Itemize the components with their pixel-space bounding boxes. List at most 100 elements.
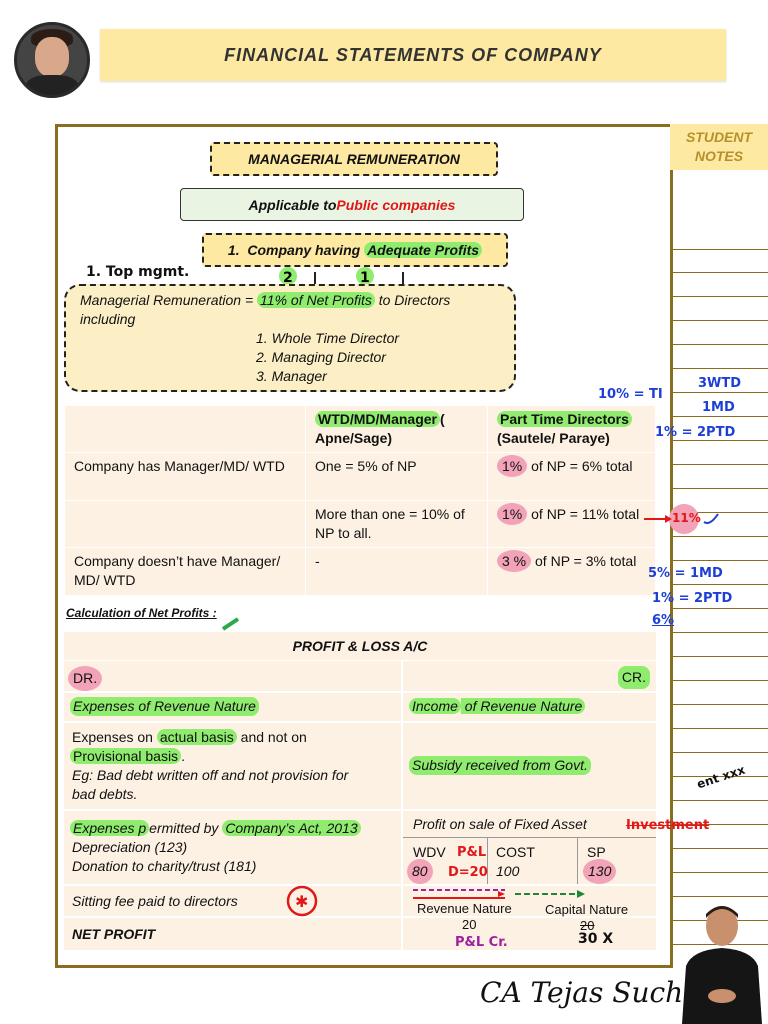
hand-three-wtd: 3WTD [698,376,742,391]
sp-value: 130 [583,859,617,884]
bubble-item-2: 2. Managing Director [256,349,386,365]
pl-prov-rest: . [181,748,185,764]
hand-ent: ent xxx [695,762,747,792]
signature: CA Tejas Suchak [480,976,717,1009]
pl-title-text: PROFIT & LOSS A/C [292,638,428,654]
cell-text: of NP = 11% total [527,506,640,522]
table-row: More than one = 10% of NP to all. 1% of … [64,500,656,548]
table-cell: Company doesn’t have Manager/ MD/ WTD [64,547,306,596]
revenue-nature-label: Revenue Nature [417,901,512,916]
bubble-item-1: 1. Whole Time Director [256,330,400,346]
pl-sitting: Sitting fee paid to directors [72,893,238,909]
pl-actual-line: Expenses on actual basis and not on [72,728,307,747]
pl-actual-cell: Expenses on actual basis and not on Prov… [64,723,401,809]
table-cell-empty [64,405,306,453]
section-heading: MANAGERIAL REMUNERATION [210,142,498,176]
bubble-line1-suffix: to Directors [374,292,451,308]
pl-inc-revenue: Income of Revenue Nature [409,697,586,716]
pl-title: PROFIT & LOSS A/C [64,632,656,660]
table-cell: 3 % of NP = 3% total [487,547,656,596]
hand-investment: Investment [626,818,710,833]
section-heading-text: MANAGERIAL REMUNERATION [248,151,460,167]
header-ptd-sub: (Sautele/ Paraye) [497,430,610,446]
pl-dr: DR. [68,666,103,691]
case-box: 1. Company having Adequate Profits [202,233,508,267]
pl-net-profit: NET PROFIT [72,926,156,942]
cell-text: of NP = 6% total [527,458,633,474]
pl-exp-revenue: Expenses of Revenue Nature [70,697,259,716]
header-wtd-highlight: WTD/MD/Manager [315,411,440,427]
hand-one-md: 1MD [702,400,735,415]
pl-actual-hl: actual basis [156,729,237,745]
sale-arrows [413,889,585,899]
pink-highlight: 3 % [497,550,532,572]
svg-text:2: 2 [283,270,293,286]
pl-eg-2: bad debts. [72,786,138,802]
table-row: Company has Manager/MD/ WTD One = 5% of … [64,452,656,501]
star-mark-icon: ✱ [286,885,318,917]
hand-thirty: 30 X [578,931,614,947]
page-title: FINANCIAL STATEMENTS OF COMPANY [224,44,602,65]
pl-perm-hl1: Expenses p [70,820,150,836]
pl-profit-sale: Profit on sale of Fixed Asset [413,816,587,832]
hand-st-md: 5% = 1MD [648,566,723,581]
pl-perm-hl2: Company’s Act, 2013 [222,820,361,836]
pl-cr-cell: CR. [403,661,656,691]
table-header-wtd: WTD/MD/Manager( Apne/Sage) [305,405,488,453]
table-cell: More than one = 10% of NP to all. [305,500,488,548]
presenter-figure [682,906,762,1024]
bubble-line-2: including [80,311,136,327]
remuneration-bubble: Managerial Remuneration = 11% of Net Pro… [64,284,516,392]
hand-pl-cr: P&L Cr. [455,935,508,950]
calc-heading: Calculation of Net Profits : [66,606,217,620]
pl-subsidy-cell: Subsidy received from Govt. [403,723,656,809]
pl-inc-hl: Income [409,698,461,714]
pl-donation: Donation to charity/trust (181) [72,858,257,874]
pl-profit-sale-cell: Profit on sale of Fixed Asset WDV COST S… [403,811,656,884]
presenter-avatar [14,22,90,98]
remuneration-table: WTD/MD/Manager( Apne/Sage) Part Time Dir… [64,405,656,596]
hand-pct2-ptd: 1% = 2PTD [652,591,733,606]
pl-actual-b: and not on [236,729,307,745]
hand-eleven: 11% [672,511,701,525]
pl-exp-revenue-cell: Expenses of Revenue Nature [64,693,401,721]
pencil-icon [221,617,240,631]
pl-inc-revenue-cell: Income of Revenue Nature [403,693,656,721]
pl-actual-a: Expenses on [72,729,157,745]
pl-sitting-cell: Sitting fee paid to directors [64,886,401,916]
case-highlight: Adequate Profits [364,242,483,258]
wdv-value: 80 [407,859,433,884]
table-cell: Company has Manager/MD/ WTD [64,452,306,501]
capital-nature-value: 20 [580,918,595,933]
hand-markings-top: 2 1 [279,267,404,286]
table-row: WTD/MD/Manager( Apne/Sage) Part Time Dir… [64,405,656,453]
sale-divider-v1 [487,837,488,884]
cost-value: 100 [496,863,520,879]
revenue-nature-value: 20 [462,917,477,932]
pl-inc-rest: of Revenue Nature [460,698,586,714]
hand-one-pct-ptd: 1% = 2PTD [655,425,736,440]
applicable-prefix: Applicable to [248,196,337,213]
sale-divider [403,837,656,838]
pink-highlight: 1% [497,455,528,477]
hand-top-mgmt: 1. Top mgmt. [86,264,190,280]
pink-highlight: 1% [497,503,528,525]
bubble-line1-prefix: Managerial Remuneration = [80,292,258,308]
pl-eg-1: Eg: Bad debt written off and not provisi… [72,767,349,783]
svg-text:1: 1 [360,270,370,286]
hand-six: 6% [652,613,675,628]
table-cell: - [305,547,488,596]
pl-dr-cell: DR. [64,661,401,691]
table-cell-empty [64,500,306,548]
bubble-item-3: 3. Manager [256,368,327,384]
header-wtd-paren: ( [440,411,445,427]
table-header-ptd: Part Time Directors (Sautele/ Paraye) [487,405,656,453]
hand-ten-ti: 10% = TI [598,387,663,402]
table-cell: 1% of NP = 6% total [487,452,656,501]
case-prefix: 1. Company having [227,242,365,258]
applicable-highlight: Public companies [336,196,456,213]
pl-depreciation: Depreciation (123) [72,839,188,855]
table-cell: 1% of NP = 11% total [487,500,656,548]
